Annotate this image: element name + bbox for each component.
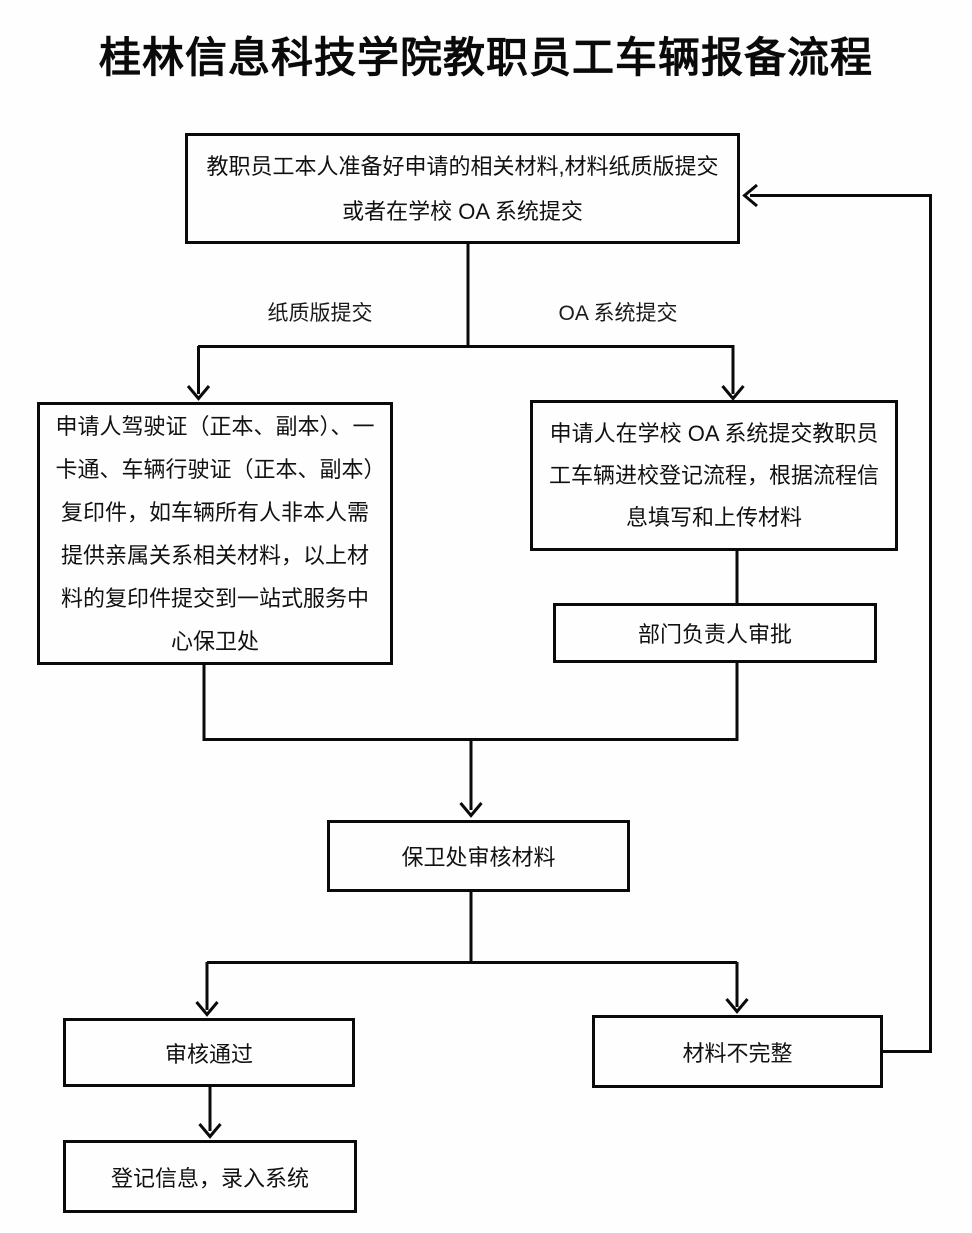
flow-node-prepare-materials: 教职员工本人准备好申请的相关材料,材料纸质版提交或者在学校 OA 系统提交 xyxy=(185,133,740,244)
arrowhead-down-approved xyxy=(195,1001,219,1017)
flow-node-materials-incomplete-text: 材料不完整 xyxy=(682,1040,793,1066)
flow-node-register-info: 登记信息，录入系统 xyxy=(63,1140,357,1213)
arrowhead-down-oa xyxy=(721,385,745,401)
flow-node-security-review: 保卫处审核材料 xyxy=(327,820,630,892)
flow-node-dept-approval: 部门负责人审批 xyxy=(553,603,877,663)
flow-node-oa-submission-text: 申请人在学校 OA 系统提交教职员工车辆进校登记流程，根据流程信息填写和上传材料 xyxy=(548,420,879,530)
flow-node-paper-submission: 申请人驾驶证（正本、副本）、一卡通、车辆行驶证（正本、副本）复印件，如车辆所有人… xyxy=(37,402,393,665)
edge-incomplete-feedback xyxy=(750,194,932,1053)
flow-node-review-passed: 审核通过 xyxy=(63,1018,355,1087)
flow-node-register-info-text: 登记信息，录入系统 xyxy=(110,1165,309,1191)
flow-node-paper-submission-text: 申请人驾驶证（正本、副本）、一卡通、车辆行驶证（正本、副本）复印件，如车辆所有人… xyxy=(55,413,375,654)
arrowhead-down-register xyxy=(198,1123,222,1139)
flow-node-dept-approval-text: 部门负责人审批 xyxy=(637,622,792,647)
arrowhead-down-paper xyxy=(186,385,211,401)
arrowhead-down-incomplete xyxy=(725,998,749,1014)
flow-node-oa-submission: 申请人在学校 OA 系统提交教职员工车辆进校登记流程，根据流程信息填写和上传材料 xyxy=(530,400,898,551)
page-title: 桂林信息科技学院教职员工车辆报备流程 xyxy=(98,34,873,81)
flow-node-prepare-materials-text: 教职员工本人准备好申请的相关材料,材料纸质版提交或者在学校 OA 系统提交 xyxy=(206,153,719,224)
flow-node-security-review-text: 保卫处审核材料 xyxy=(401,845,556,870)
edge-label-oa-branch: OA 系统提交 xyxy=(558,302,678,325)
flow-node-review-passed-text: 审核通过 xyxy=(164,1041,253,1067)
edge-label-paper-branch: 纸质版提交 xyxy=(267,302,373,325)
arrowhead-down-security xyxy=(459,802,483,818)
flow-node-materials-incomplete: 材料不完整 xyxy=(592,1015,883,1088)
arrowhead-left-prepare xyxy=(742,183,758,208)
